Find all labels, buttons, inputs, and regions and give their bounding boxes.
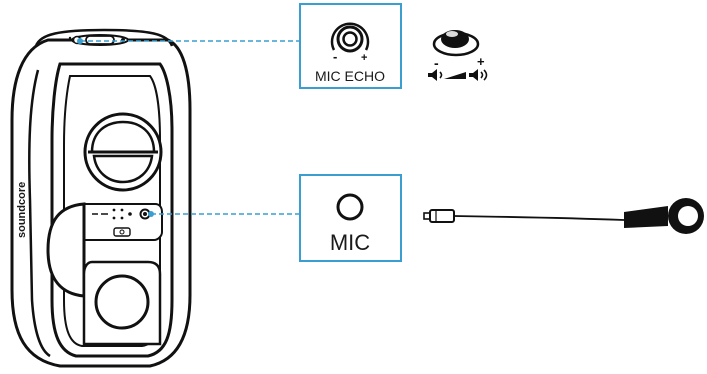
mic-echo-label: MIC ECHO bbox=[315, 68, 385, 84]
status-led-icon bbox=[113, 227, 131, 237]
knob-minus: - bbox=[434, 55, 439, 71]
speaker-top-cap bbox=[34, 28, 174, 47]
upper-driver bbox=[83, 112, 163, 192]
leader-lines bbox=[77, 38, 300, 217]
handle-flap bbox=[46, 202, 86, 298]
volume-ramp bbox=[444, 72, 466, 79]
mic-echo-minus: - bbox=[333, 49, 337, 64]
speaker-side bbox=[28, 69, 51, 358]
mic-echo-knob-icon bbox=[330, 22, 370, 53]
mic-plug-icon bbox=[423, 209, 455, 223]
speaker: soundcore bbox=[10, 28, 192, 368]
mic-callout: MIC bbox=[299, 174, 402, 262]
knob-plus: + bbox=[477, 54, 485, 69]
volume-low-icon bbox=[428, 69, 443, 81]
brand-label: soundcore bbox=[16, 182, 28, 238]
rotary-knob-icon bbox=[432, 30, 480, 57]
microphone bbox=[423, 198, 704, 234]
mic-echo-plus: + bbox=[361, 52, 367, 64]
control-panel bbox=[83, 203, 163, 241]
mic-jack-icon bbox=[336, 193, 364, 221]
mic-echo-callout: - + MIC ECHO bbox=[299, 3, 402, 89]
lower-driver bbox=[82, 260, 162, 346]
volume-high-icon bbox=[469, 69, 488, 81]
knob-legend: - + bbox=[428, 30, 488, 81]
microphone-icon bbox=[624, 198, 704, 234]
mic-cable bbox=[453, 215, 625, 221]
mic-label: MIC bbox=[330, 230, 370, 255]
